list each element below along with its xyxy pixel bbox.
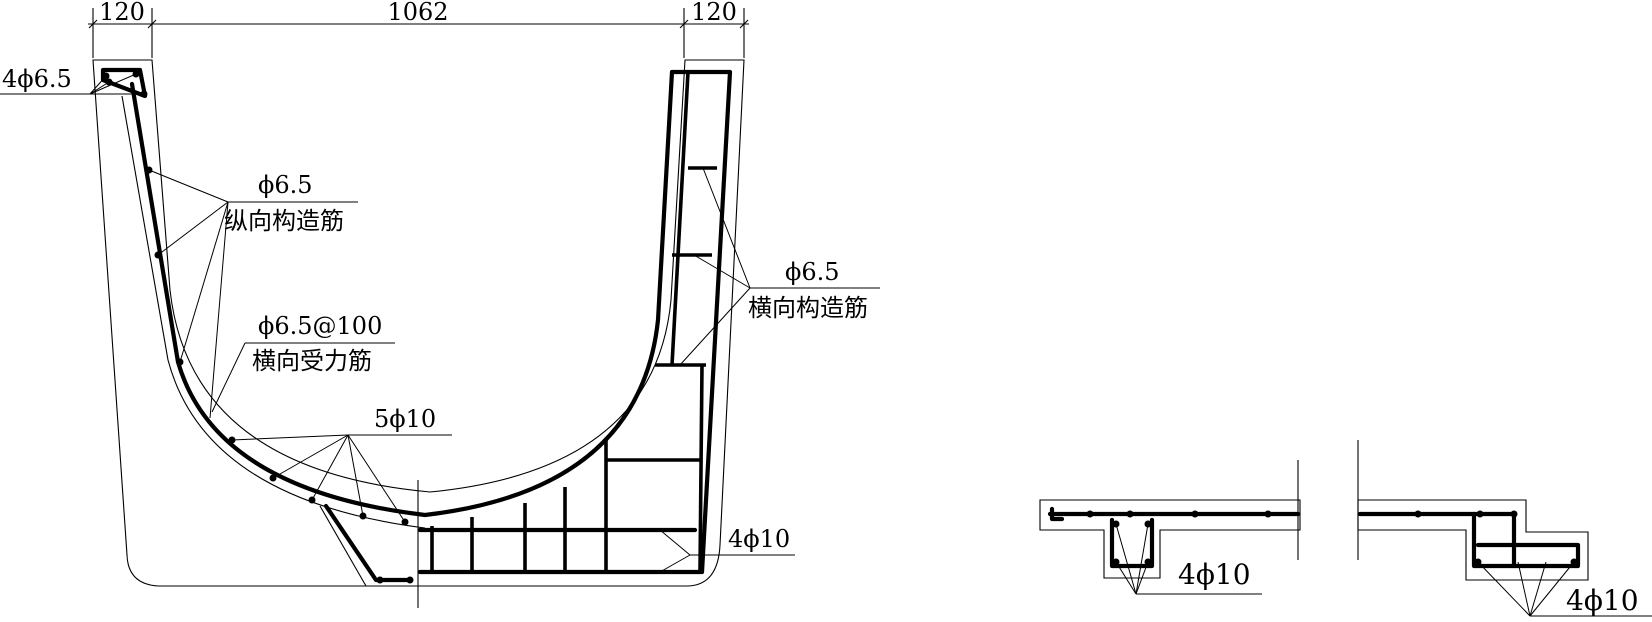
dimension-right-wall: 120 — [691, 0, 737, 26]
label-transverse-main-spec: ϕ6.5@100 — [258, 312, 382, 340]
label-corner-bars: 4ϕ6.5 — [2, 65, 72, 93]
dimension-left-wall: 120 — [99, 0, 145, 26]
label-longitudinal-name: 纵向构造筋 — [224, 207, 344, 235]
label-right-transverse-spec: ϕ6.5 — [785, 258, 840, 286]
label-longitudinal-spec: ϕ6.5 — [258, 171, 313, 199]
dimension-opening: 1062 — [387, 0, 448, 26]
main-reinforcement — [100, 67, 733, 608]
leader-lines — [0, 73, 880, 573]
label-bottom-bars: 5ϕ10 — [374, 405, 436, 433]
label-base-bars: 4ϕ10 — [728, 525, 790, 553]
label-detail-right-bars: 4ϕ10 — [1566, 584, 1639, 617]
detail-left — [1039, 460, 1301, 595]
label-right-transverse-name: 横向构造筋 — [748, 294, 868, 322]
label-detail-left-bars: 4ϕ10 — [1178, 558, 1251, 591]
detail-right — [1357, 440, 1652, 617]
section-outline — [92, 59, 745, 587]
label-transverse-main-name: 横向受力筋 — [252, 347, 372, 375]
dimension-lines — [88, 8, 749, 58]
